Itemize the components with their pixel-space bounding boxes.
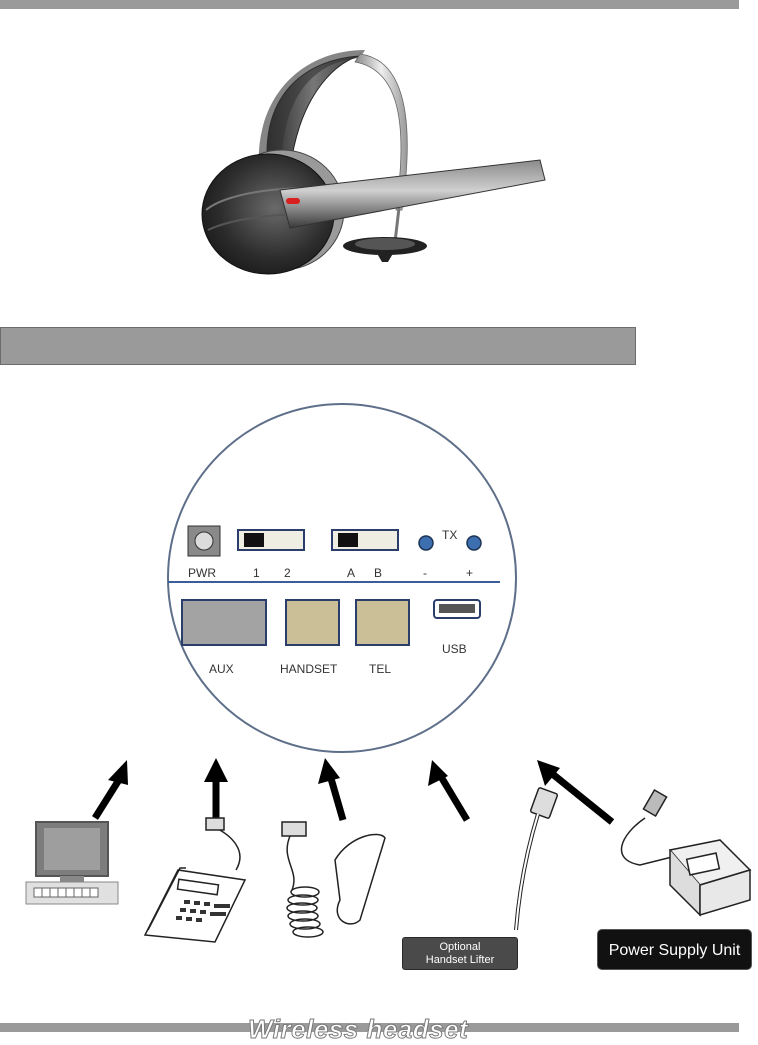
aux-label: AUX — [209, 662, 234, 676]
switch-label-a: A — [347, 566, 355, 580]
desk-telephone-icon — [145, 818, 245, 942]
handset-label: HANDSET — [280, 662, 338, 676]
switch-label-b: B — [374, 566, 382, 580]
tx-led-plus — [467, 536, 481, 550]
usb-label: USB — [442, 642, 467, 656]
aux-port — [182, 600, 266, 645]
power-supply-icon — [621, 790, 750, 915]
switch-a-b-knob — [338, 533, 358, 547]
arrow-to-tel — [330, 775, 343, 820]
usb-port-inner — [439, 604, 475, 613]
lifter-label-line2: Handset Lifter — [403, 954, 517, 967]
tel-label: TEL — [369, 662, 391, 676]
computer-icon — [26, 822, 118, 904]
pwr-label: PWR — [188, 566, 216, 580]
tx-plus-label: + — [466, 566, 473, 580]
arrow-to-psu — [550, 772, 612, 822]
headset-illustration — [190, 40, 560, 280]
switch-label-1: 1 — [253, 566, 260, 580]
tx-led-minus — [419, 536, 433, 550]
switch-label-2: 2 — [284, 566, 291, 580]
lifter-label-line1: Optional — [403, 941, 517, 954]
pwr-button-knob — [195, 532, 213, 550]
footer-title: Wireless headset — [248, 1014, 468, 1045]
tx-minus-label: - — [423, 566, 427, 580]
top-rule — [0, 0, 739, 9]
zoom-circle — [168, 404, 516, 752]
switch-1-2-knob — [244, 533, 264, 547]
arrow-to-lifter — [440, 775, 467, 820]
handset-cord-icon — [282, 822, 385, 937]
tel-port — [356, 600, 409, 645]
tx-label: TX — [442, 528, 457, 542]
power-supply-unit-label: Power Supply Unit — [597, 929, 752, 970]
handset-lifter-cable-icon — [516, 787, 558, 930]
arrowhead-aux — [108, 760, 128, 785]
arrowhead-tel — [318, 758, 340, 784]
optional-handset-lifter-label: Optional Handset Lifter — [402, 937, 518, 970]
arrowhead-handset — [204, 758, 228, 782]
section-header-bar — [0, 327, 636, 365]
handset-port — [286, 600, 339, 645]
base-unit-panel: TX PWR 1 2 A B - + AUX HANDSET TEL USB — [160, 400, 520, 760]
